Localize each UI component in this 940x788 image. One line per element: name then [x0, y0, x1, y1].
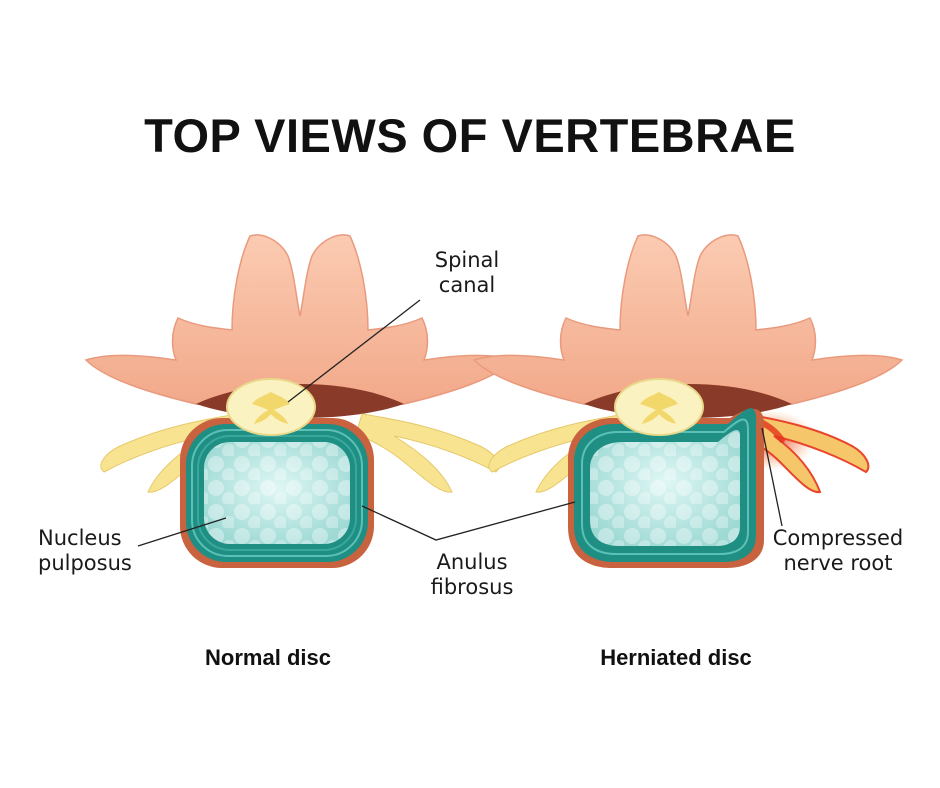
anulus-fibrosus-label: Anulus fibrosus: [412, 550, 532, 600]
anulus-leader: [361, 501, 576, 541]
spinal-canal-leader: [287, 299, 421, 403]
anulus-label-line1: Anulus: [436, 550, 508, 574]
normal-nerve-right: [355, 413, 500, 493]
compressed-nerve-root-label: Compressed nerve root: [768, 526, 908, 576]
herniated-vertebra: [472, 234, 904, 568]
leader-lines: [137, 299, 783, 547]
spinal-canal-label-line1: Spinal: [434, 248, 500, 272]
herniated-disc-caption: Herniated disc: [600, 645, 752, 670]
compressed-leader: [761, 427, 783, 527]
spinal-canal-label: Spinal canal: [412, 248, 522, 298]
spinal-canal-label-line2: canal: [438, 273, 496, 297]
normal-vertebra: [84, 234, 516, 568]
nucleus-pulposus-label: Nucleus pulposus: [38, 526, 132, 576]
normal-disc-caption: Normal disc: [205, 645, 331, 670]
compressed-label-line1: Compressed: [772, 526, 904, 550]
herniated-vertebra-bone: [472, 234, 904, 405]
nucleus-leader: [137, 517, 227, 547]
nucleus-label-line2: pulposus: [38, 551, 132, 575]
compressed-label-line2: nerve root: [783, 551, 893, 575]
diagram-title: TOP VIEWS OF VERTEBRAE: [144, 109, 796, 162]
anulus-label-line2: fibrosus: [430, 575, 514, 599]
normal-vertebra-bone: [84, 234, 516, 405]
nucleus-label-line1: Nucleus: [38, 526, 122, 550]
